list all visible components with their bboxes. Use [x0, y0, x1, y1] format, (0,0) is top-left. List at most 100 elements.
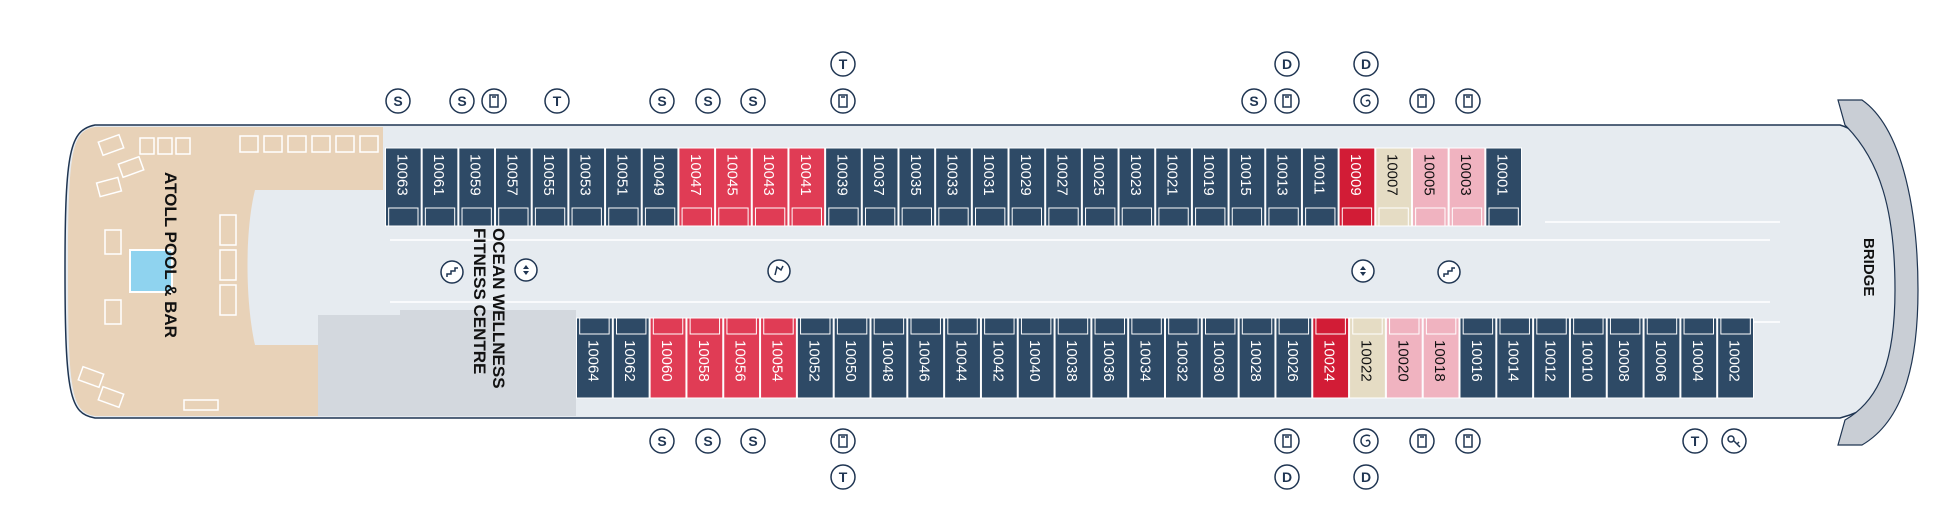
- cabin-10019[interactable]: 10019: [1191, 147, 1229, 227]
- cabin-10057[interactable]: 10057: [495, 147, 532, 227]
- cabin-number: 10015: [1237, 154, 1254, 196]
- cabin-10048[interactable]: 10048: [870, 317, 908, 399]
- marker-letter: S: [1249, 93, 1258, 109]
- cabin-number: 10034: [1137, 340, 1154, 382]
- cabin-10010[interactable]: 10010: [1569, 317, 1607, 399]
- bridge-area: [1837, 99, 1919, 446]
- cabin-number: 10006: [1652, 340, 1669, 382]
- cabin-10020[interactable]: 10020: [1385, 317, 1423, 399]
- cabin-10049[interactable]: 10049: [641, 147, 679, 227]
- cabin-10005[interactable]: 10005: [1411, 147, 1449, 227]
- cabin-10053[interactable]: 10053: [568, 147, 606, 227]
- cabin-10051[interactable]: 10051: [605, 147, 642, 227]
- cabin-10036[interactable]: 10036: [1091, 317, 1129, 399]
- disabled-access-marker-10007: D: [1353, 51, 1379, 77]
- cabin-10045[interactable]: 10045: [715, 147, 752, 227]
- cabin-10014[interactable]: 10014: [1496, 317, 1534, 399]
- cabin-number: 10018: [1431, 340, 1448, 382]
- cabin-number: 10041: [797, 154, 814, 196]
- cabin-10021[interactable]: 10021: [1155, 147, 1192, 227]
- cabin-10011[interactable]: 10011: [1301, 147, 1339, 227]
- cabin-number: 10044: [953, 340, 970, 382]
- cabin-10056[interactable]: 10056: [723, 317, 761, 399]
- cabin-10062[interactable]: 10062: [612, 317, 650, 399]
- cabin-10058[interactable]: 10058: [686, 317, 724, 399]
- bathtub-icon-10057: [481, 88, 507, 114]
- cabin-10025[interactable]: 10025: [1081, 147, 1119, 227]
- cabin-10055[interactable]: 10055: [531, 147, 569, 227]
- marker-letter: D: [1282, 469, 1292, 485]
- marker-letter: S: [457, 93, 466, 109]
- cabin-10006[interactable]: 10006: [1643, 317, 1681, 399]
- cabin-10059[interactable]: 10059: [458, 147, 496, 227]
- cabin-10029[interactable]: 10029: [1008, 147, 1046, 227]
- cabin-10031[interactable]: 10031: [971, 147, 1009, 227]
- cabin-10035[interactable]: 10035: [898, 147, 936, 227]
- cabin-10023[interactable]: 10023: [1118, 147, 1156, 227]
- sofa-bed-marker-10061: S: [385, 88, 411, 114]
- cabin-10044[interactable]: 10044: [944, 317, 981, 399]
- cabin-10063[interactable]: 10063: [385, 147, 422, 227]
- cabin-10018[interactable]: 10018: [1422, 317, 1460, 399]
- cabin-10024[interactable]: 10024: [1312, 317, 1350, 399]
- cabin-10042[interactable]: 10042: [980, 317, 1018, 399]
- cabin-10033[interactable]: 10033: [935, 147, 972, 227]
- cabin-number: 10020: [1394, 340, 1411, 382]
- cabin-10061[interactable]: 10061: [421, 147, 459, 227]
- marker-letter: S: [657, 93, 666, 109]
- cabin-number: 10031: [980, 154, 997, 196]
- atoll-pool-area: [68, 127, 383, 416]
- cabin-10043[interactable]: 10043: [751, 147, 789, 227]
- disabled-access-marker-10022: D: [1353, 464, 1379, 490]
- disabled-access-marker-10009: D: [1274, 51, 1300, 77]
- marker-letter: D: [1282, 56, 1292, 72]
- cabin-10037[interactable]: 10037: [861, 147, 899, 227]
- cabin-10054[interactable]: 10054: [760, 317, 797, 399]
- cabin-10012[interactable]: 10012: [1533, 317, 1570, 399]
- cabin-10032[interactable]: 10032: [1165, 317, 1202, 399]
- cabin-10030[interactable]: 10030: [1201, 317, 1239, 399]
- cabin-number: 10040: [1026, 340, 1043, 382]
- cabin-10040[interactable]: 10040: [1017, 317, 1055, 399]
- cabin-number: 10051: [613, 154, 630, 196]
- cabin-number: 10004: [1689, 340, 1706, 382]
- cabin-10046[interactable]: 10046: [907, 317, 945, 399]
- cabin-number: 10060: [658, 340, 675, 382]
- cabin-10016[interactable]: 10016: [1459, 317, 1497, 399]
- sofa-bed-marker-10060: S: [649, 428, 675, 454]
- cabin-10001[interactable]: 10001: [1485, 147, 1523, 227]
- cabin-10009[interactable]: 10009: [1338, 147, 1376, 227]
- bathtub-icon-10052: [830, 428, 856, 454]
- cabin-10060[interactable]: 10060: [649, 317, 687, 399]
- cabin-10028[interactable]: 10028: [1238, 317, 1276, 399]
- cabin-10015[interactable]: 10015: [1228, 147, 1266, 227]
- cabin-10038[interactable]: 10038: [1054, 317, 1092, 399]
- cabin-10003[interactable]: 10003: [1448, 147, 1486, 227]
- cabin-10034[interactable]: 10034: [1128, 317, 1165, 399]
- triple-marker-10052: T: [830, 464, 856, 490]
- cabin-10039[interactable]: 10039: [825, 147, 862, 227]
- cabin-number: 10009: [1347, 154, 1364, 196]
- triple-marker-10039: T: [830, 51, 856, 77]
- cabin-10047[interactable]: 10047: [678, 147, 716, 227]
- sofa-bed-marker-10056: S: [740, 428, 766, 454]
- cabin-number: 10053: [577, 154, 594, 196]
- cabin-10026[interactable]: 10026: [1275, 317, 1313, 399]
- cabin-number: 10005: [1420, 154, 1437, 196]
- cabin-10007[interactable]: 10007: [1375, 147, 1412, 227]
- cabin-10022[interactable]: 10022: [1349, 317, 1386, 399]
- cabin-10041[interactable]: 10041: [788, 147, 826, 227]
- marker-letter: S: [703, 433, 712, 449]
- cabin-10027[interactable]: 10027: [1045, 147, 1082, 227]
- cabin-10002[interactable]: 10002: [1717, 317, 1754, 399]
- cabin-10052[interactable]: 10052: [796, 317, 834, 399]
- stairs-icon: [1437, 260, 1461, 284]
- cabin-10008[interactable]: 10008: [1606, 317, 1644, 399]
- cabin-10064[interactable]: 10064: [576, 317, 613, 399]
- sofa-bed-marker-10058: S: [695, 428, 721, 454]
- cabin-10013[interactable]: 10013: [1265, 147, 1302, 227]
- elevator-icon: [1351, 259, 1375, 283]
- cabin-10004[interactable]: 10004: [1680, 317, 1718, 399]
- cabin-number: 10008: [1615, 340, 1632, 382]
- cabin-10050[interactable]: 10050: [833, 317, 871, 399]
